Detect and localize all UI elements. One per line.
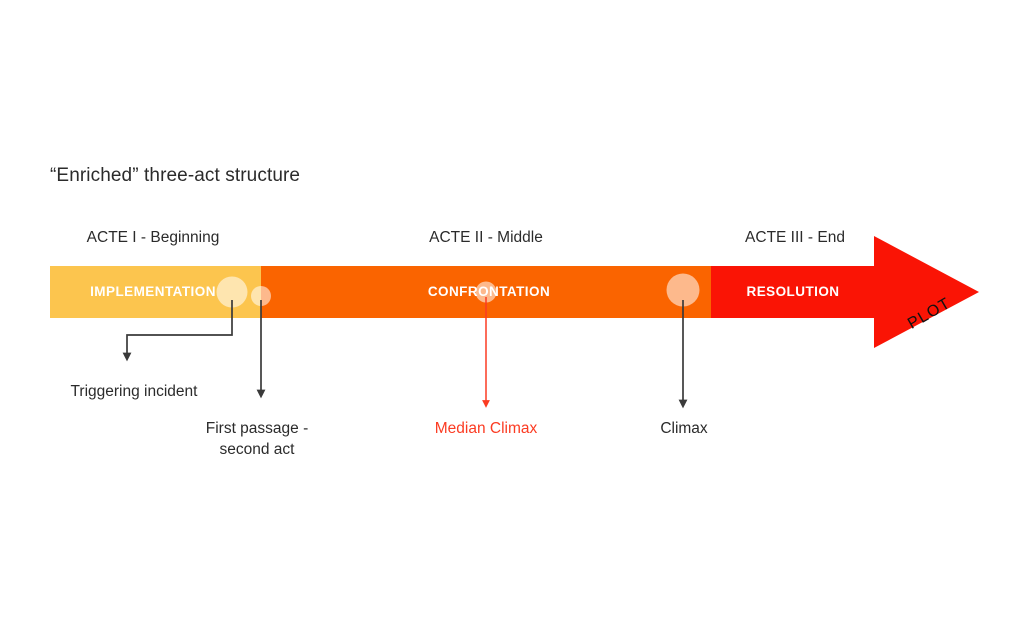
act1-band-label: IMPLEMENTATION bbox=[90, 284, 216, 299]
annotation-median-climax-line1: Median Climax bbox=[434, 420, 538, 437]
annotation-first-passage-line2: second act bbox=[219, 441, 295, 458]
act-caption-act3: ACTE III - End bbox=[745, 229, 845, 246]
annotation-first-passage-line1: First passage - bbox=[205, 420, 309, 437]
act-caption-act1: ACTE I - Beginning bbox=[86, 229, 220, 246]
annotation-first-passage: First passage - second act bbox=[206, 418, 309, 460]
act3-band bbox=[711, 266, 880, 318]
act3-band-label: RESOLUTION bbox=[746, 284, 840, 299]
annotation-climax: Climax bbox=[660, 418, 707, 439]
annotation-triggering-incident: Triggering incident bbox=[71, 381, 198, 402]
annotation-median-climax: Median Climax bbox=[435, 418, 538, 439]
marker-dot-climax bbox=[666, 273, 700, 307]
marker-dot-first-passage bbox=[251, 286, 271, 306]
annotation-triggering-incident-line1: Triggering incident bbox=[70, 383, 198, 400]
marker-dot-median-climax bbox=[475, 281, 497, 303]
marker-dot-triggering-incident bbox=[216, 276, 248, 308]
page-title: “Enriched” three-act structure bbox=[50, 165, 301, 186]
arrow-head-icon bbox=[874, 236, 979, 348]
act-caption-act2: ACTE II - Middle bbox=[429, 229, 543, 246]
annotation-climax-line1: Climax bbox=[660, 420, 708, 437]
